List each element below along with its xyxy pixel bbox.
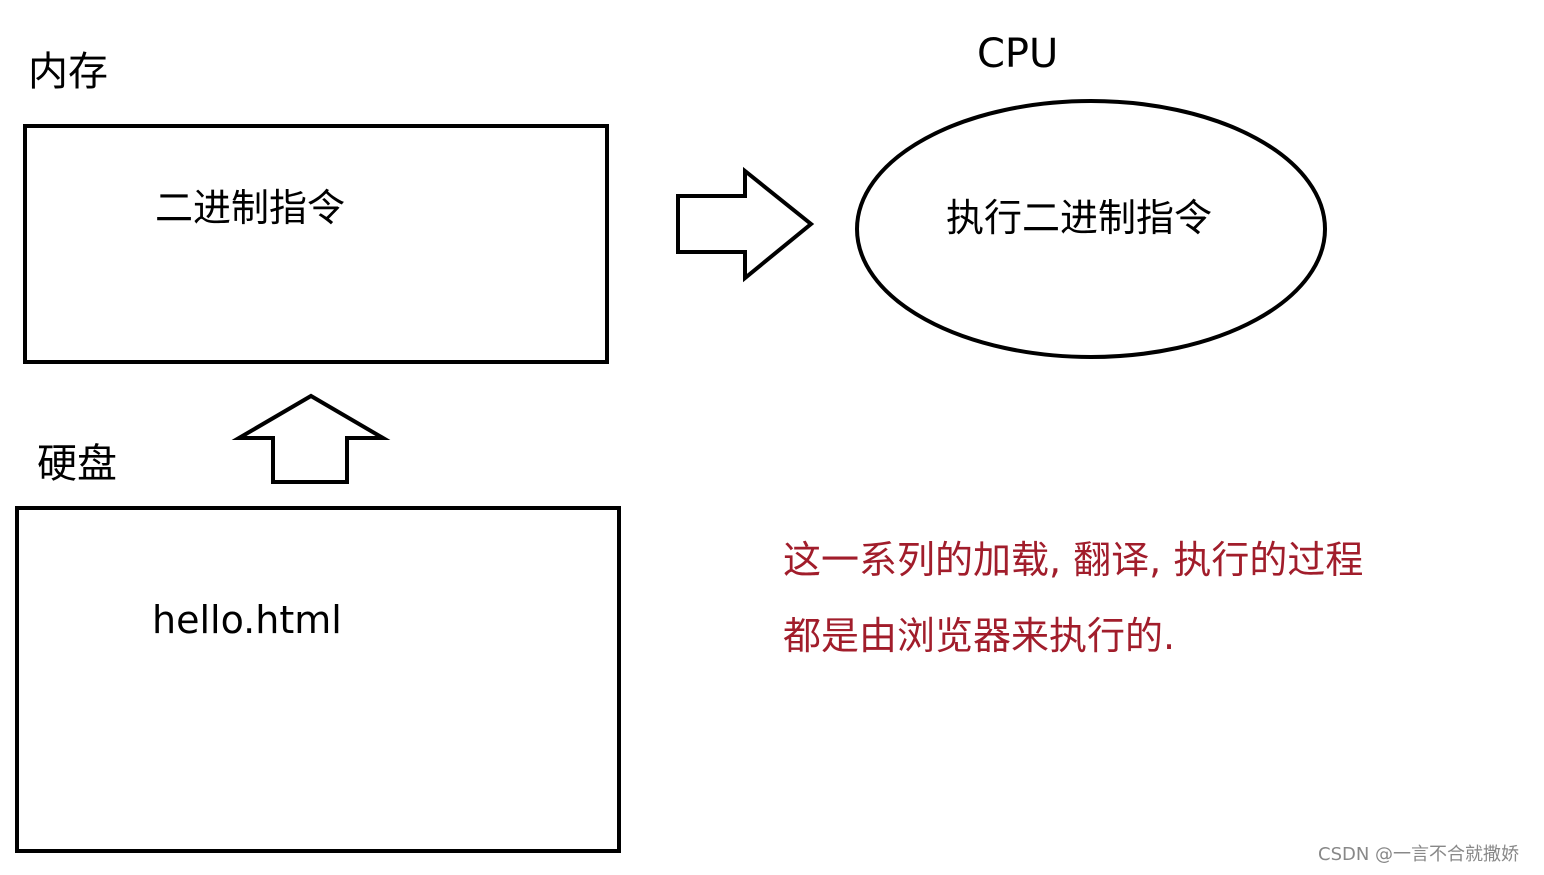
disk-box <box>15 506 621 853</box>
disk-label: 硬盘 <box>37 441 117 487</box>
note-line-2: 都是由浏览器来执行的. <box>783 614 1176 658</box>
memory-content-label: 二进制指令 <box>155 186 346 230</box>
cpu-label: CPU <box>977 31 1059 77</box>
cpu-content-label: 执行二进制指令 <box>946 196 1213 240</box>
watermark-text: CSDN @一言不合就撒娇 <box>1318 844 1520 865</box>
memory-label: 内存 <box>28 49 108 95</box>
note-line-1: 这一系列的加载, 翻译, 执行的过程 <box>783 538 1364 582</box>
memory-box <box>23 124 609 364</box>
cpu-ellipse <box>855 99 1327 359</box>
right-arrow-icon <box>676 166 815 283</box>
up-arrow-icon <box>231 393 391 484</box>
disk-content-label: hello.html <box>152 598 342 642</box>
